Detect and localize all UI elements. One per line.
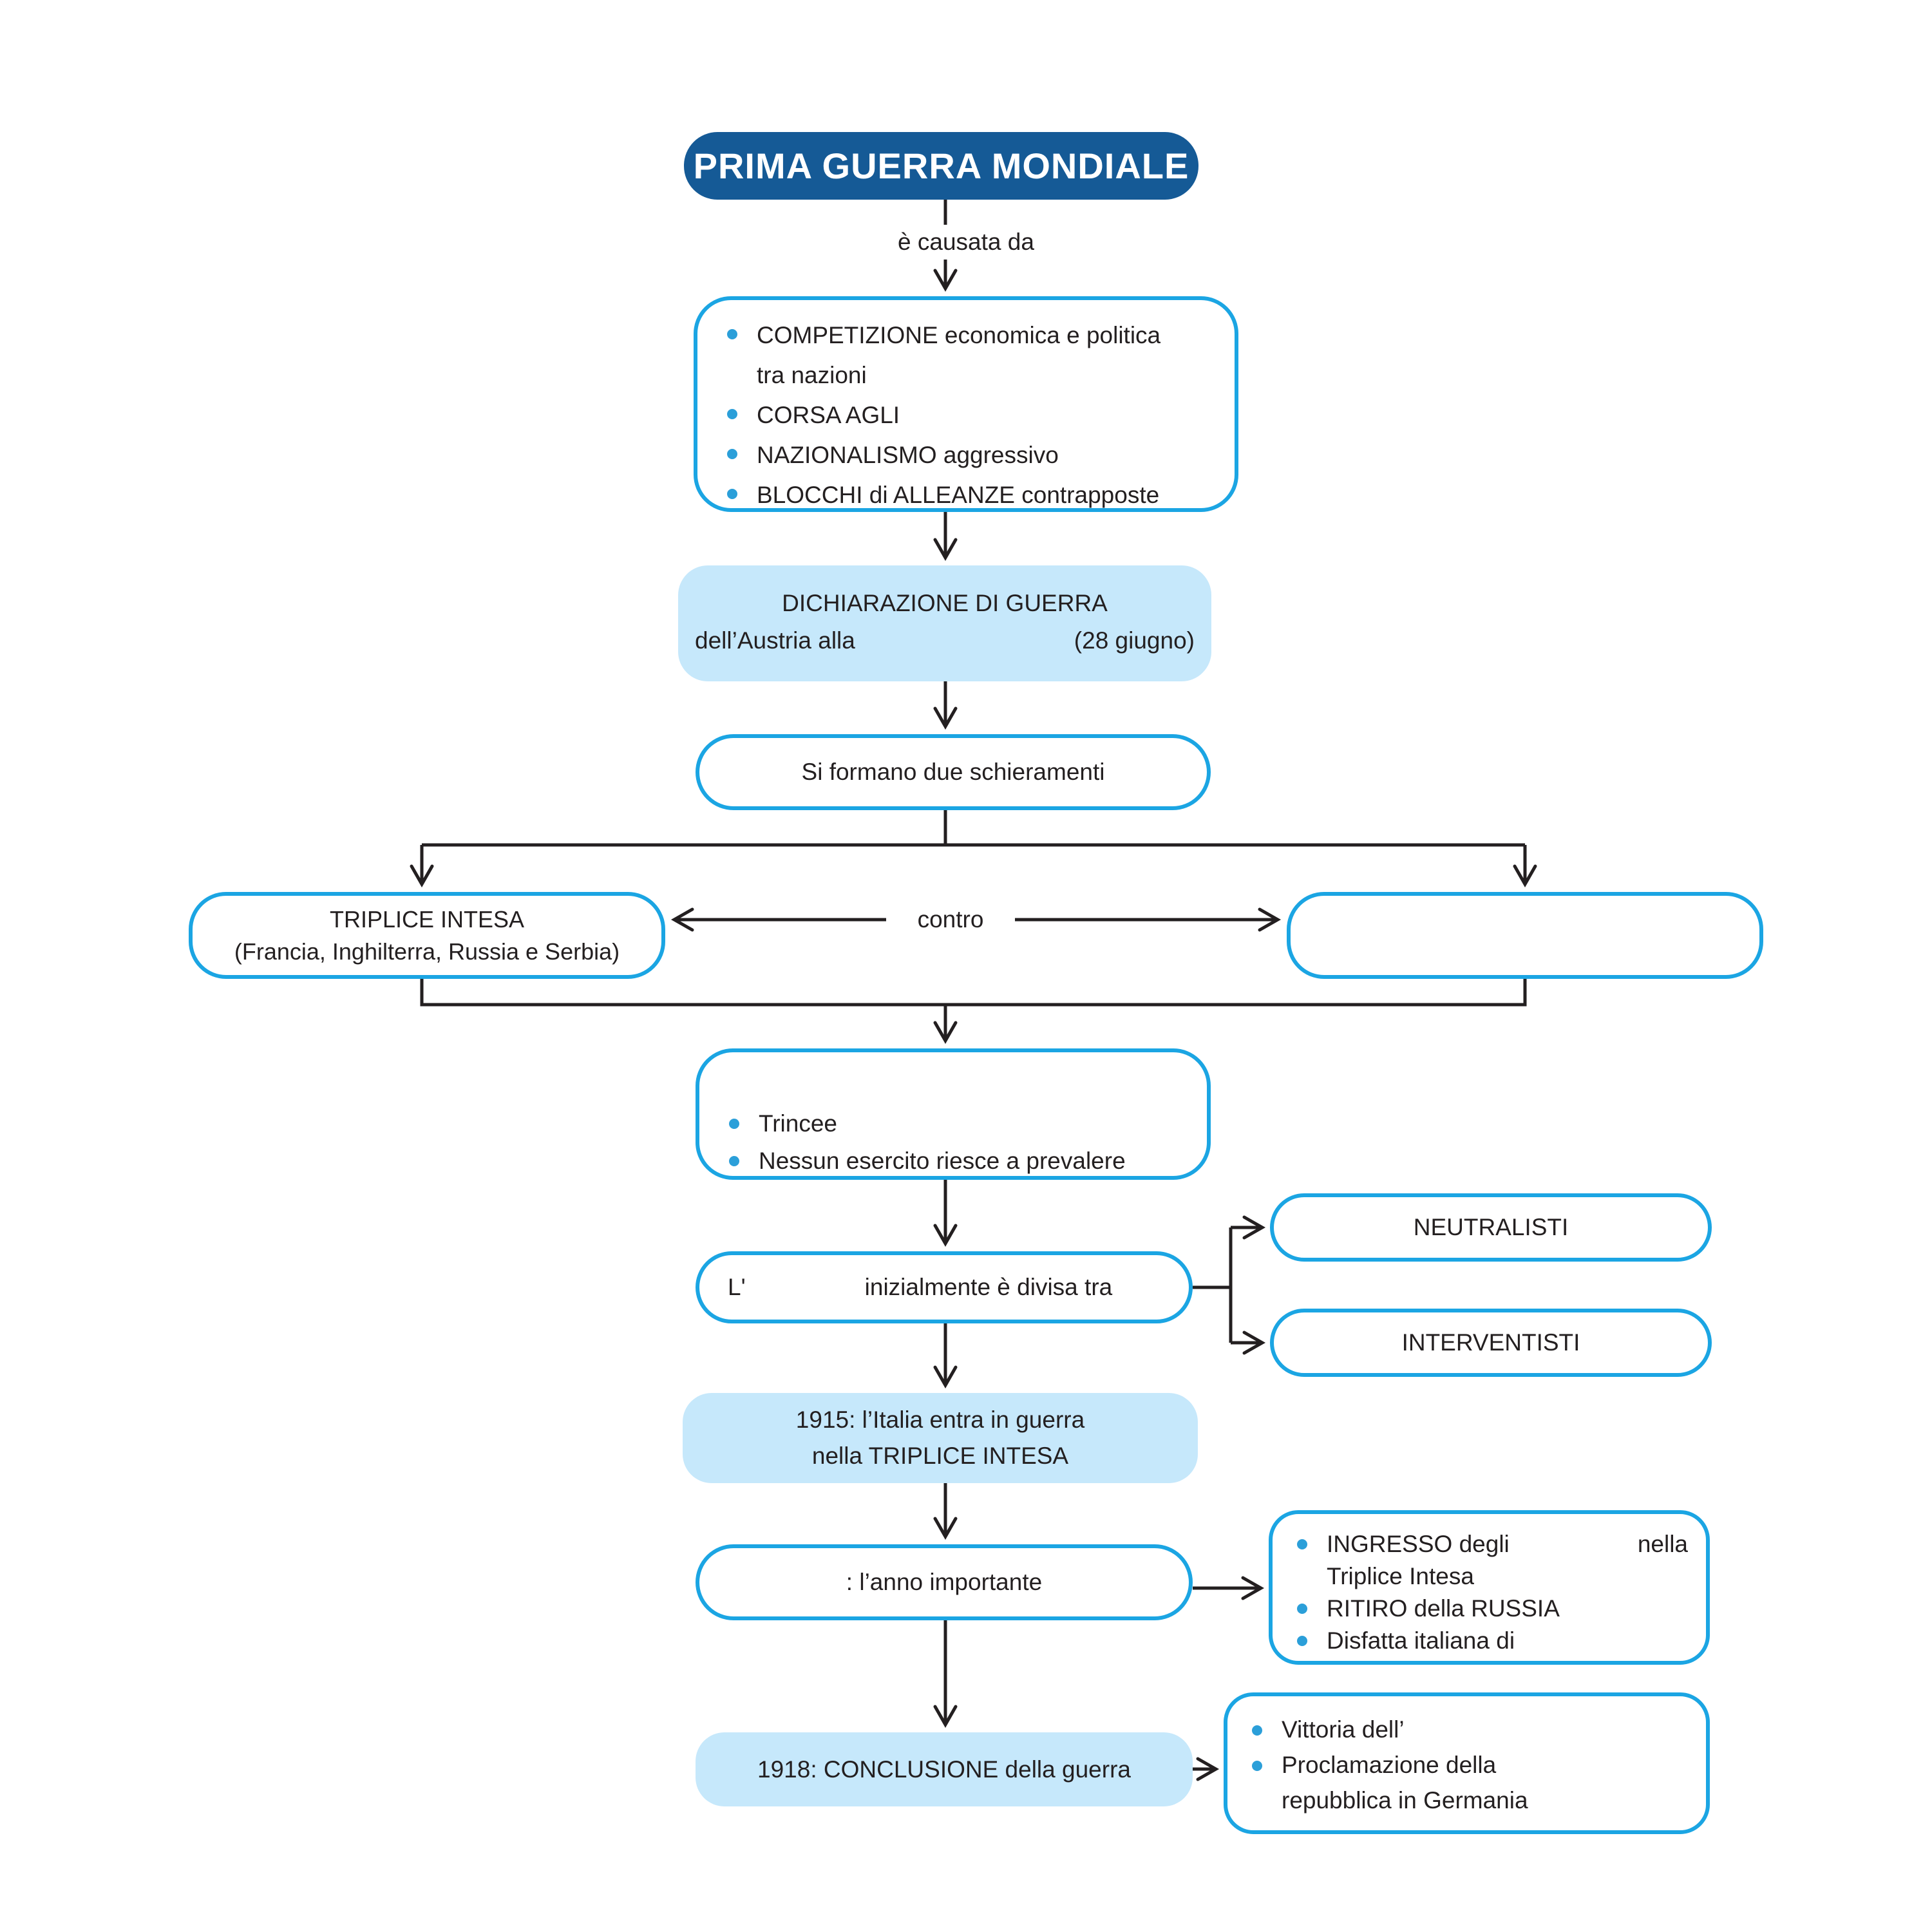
year-event-item-with-blank: Disfatta italiana di <box>1291 1625 1688 1657</box>
italy-1915-line2: nella TRIPLICE INTESA <box>811 1443 1069 1469</box>
cause-item: BLOCCHI di ALLEANZE contrapposte <box>721 475 1195 515</box>
cause-item: COMPETIZIONE economica e politica tra na… <box>721 316 1195 395</box>
conclusion-events-box: Vittoria dell’ Proclamazione della repub… <box>1224 1692 1710 1834</box>
neutralisti-box: NEUTRALISTI <box>1270 1193 1712 1262</box>
war-feature-item: Nessun esercito riesce a prevalere <box>723 1142 1184 1180</box>
italy-divided-box: L' inizialmente è divisa tra <box>696 1251 1193 1323</box>
conclusion-1918-box: 1918: CONCLUSIONE della guerra <box>696 1732 1193 1806</box>
conclusion-event-item: Proclamazione della repubblica in German… <box>1245 1747 1591 1818</box>
alignments-box: Si formano due schieramenti <box>696 734 1211 810</box>
year-event-1-line2: Triplice Intesa <box>1327 1563 1474 1589</box>
cause-item-with-blank: CORSA AGLI <box>721 395 1195 435</box>
declaration-box: DICHIARAZIONE DI GUERRA dell’Austria all… <box>678 565 1211 681</box>
caused-by-label: è causata da <box>847 225 1085 260</box>
important-year-box: : l’anno importante <box>696 1544 1193 1620</box>
title-label: PRIMA GUERRA MONDIALE <box>693 146 1189 186</box>
triple-entente-box: TRIPLICE INTESA (Francia, Inghilterra, R… <box>189 892 665 979</box>
declaration-line2-start: dell’Austria alla <box>695 627 855 654</box>
declaration-line2-end: (28 giugno) <box>1074 627 1195 654</box>
entente-line1: TRIPLICE INTESA <box>329 905 525 933</box>
conclusion-event-item-with-blank: Vittoria dell’ <box>1245 1712 1591 1747</box>
entente-line2: (Francia, Inghilterra, Russia e Serbia) <box>234 938 620 965</box>
opposing-side-box <box>1287 892 1763 979</box>
war-feature-item: Trincee <box>723 1105 1184 1142</box>
year-event-item-with-blank: INGRESSO degli nella Triplice Intesa <box>1291 1528 1688 1593</box>
divided-prefix: L' <box>728 1274 746 1300</box>
title-box: PRIMA GUERRA MONDIALE <box>684 132 1198 200</box>
cause-item: NAZIONALISMO aggressivo <box>721 435 1195 475</box>
contro-label: contro <box>886 901 1015 938</box>
interventisti-box: INTERVENTISTI <box>1270 1309 1712 1377</box>
italy-1915-box: 1915: l’Italia entra in guerra nella TRI… <box>683 1393 1198 1483</box>
declaration-line1: DICHIARAZIONE DI GUERRA <box>782 590 1108 616</box>
year-events-box: INGRESSO degli nella Triplice Intesa RIT… <box>1269 1510 1710 1665</box>
war-features-box: Trincee Nessun esercito riesce a prevale… <box>696 1048 1211 1180</box>
causes-box: COMPETIZIONE economica e politica tra na… <box>694 296 1238 512</box>
italy-1915-line1: 1915: l’Italia entra in guerra <box>795 1406 1085 1433</box>
year-event-1-start: INGRESSO degli <box>1327 1531 1510 1557</box>
year-event-item: RITIRO della RUSSIA <box>1291 1593 1688 1625</box>
divided-suffix: inizialmente è divisa tra <box>864 1274 1113 1300</box>
year-event-1-end: nella <box>1637 1531 1688 1557</box>
declaration-line2: dell’Austria alla (28 giugno) <box>678 622 1211 659</box>
